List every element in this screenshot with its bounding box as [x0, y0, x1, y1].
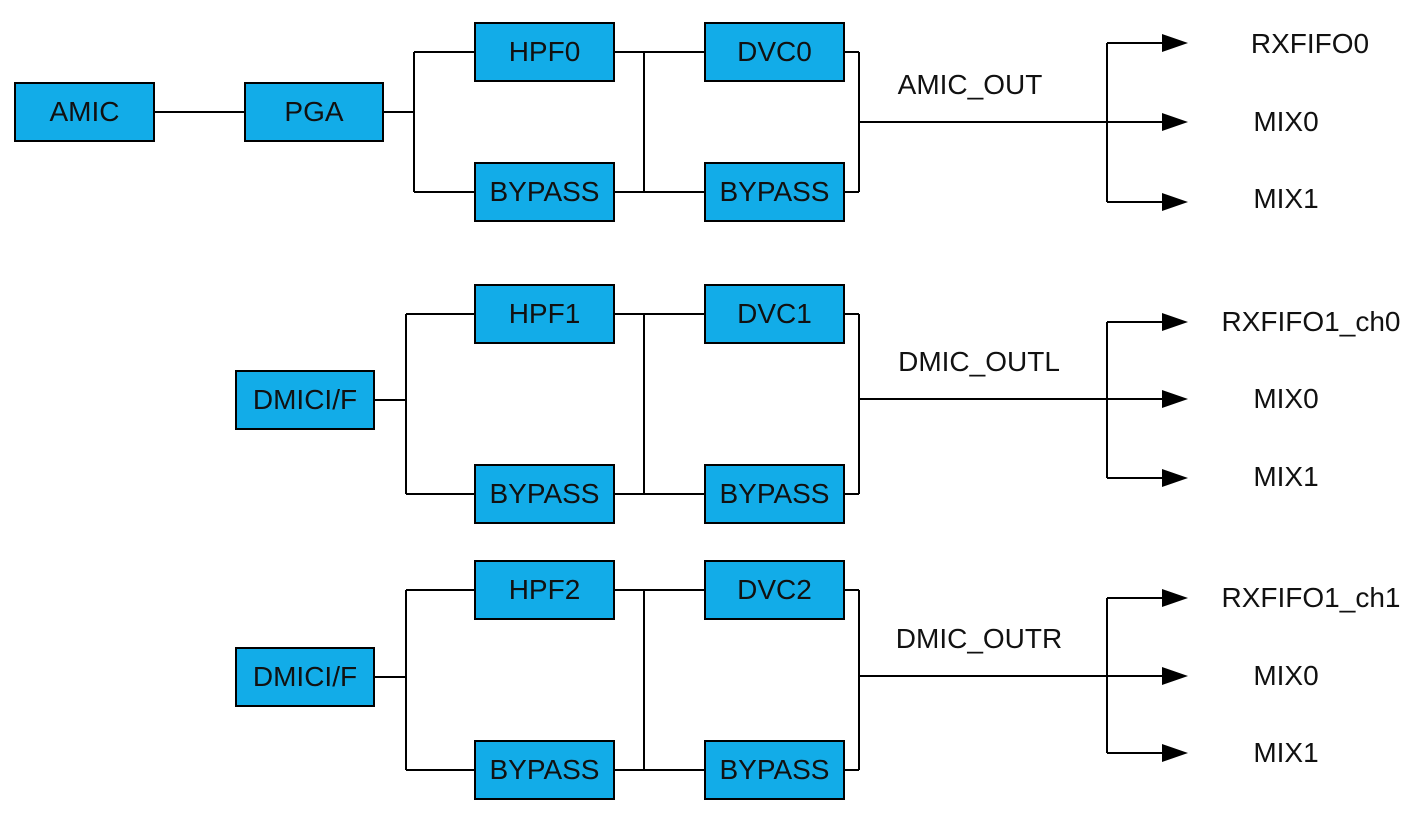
node-dmic-if-left: DMICI/F — [235, 370, 375, 430]
node-dvc1: DVC1 — [704, 284, 845, 344]
label-amic-out: AMIC_OUT — [897, 69, 1043, 100]
arrowhead-icon — [1162, 193, 1188, 211]
node-dvc0-bypass: BYPASS — [704, 162, 845, 222]
node-pga: PGA — [244, 82, 384, 142]
label-row3-mix1: MIX1 — [1253, 737, 1319, 768]
arrowhead-icon — [1162, 589, 1188, 607]
node-hpf0: HPF0 — [474, 22, 615, 82]
node-amic: AMIC — [14, 82, 155, 142]
node-hpf1-bypass: BYPASS — [474, 464, 615, 524]
row1-wires — [155, 34, 1188, 211]
node-dvc2-bypass: BYPASS — [704, 740, 845, 800]
arrowhead-icon — [1162, 313, 1188, 331]
label-rxfifo1-ch1: RXFIFO1_ch1 — [1221, 582, 1401, 613]
node-dmic-if-right: DMICI/F — [235, 647, 375, 707]
label-row1-mix0: MIX0 — [1253, 106, 1319, 137]
arrowhead-icon — [1162, 667, 1188, 685]
label-rxfifo1-ch0: RXFIFO1_ch0 — [1221, 306, 1401, 337]
label-row2-mix0: MIX0 — [1253, 383, 1319, 414]
node-dvc0: DVC0 — [704, 22, 845, 82]
label-row1-mix1: MIX1 — [1253, 183, 1319, 214]
node-hpf1: HPF1 — [474, 284, 615, 344]
node-hpf2: HPF2 — [474, 560, 615, 620]
arrowhead-icon — [1162, 744, 1188, 762]
arrowhead-icon — [1162, 469, 1188, 487]
arrowhead-icon — [1162, 113, 1188, 131]
label-dmic-outr: DMIC_OUTR — [895, 623, 1063, 654]
row3-wires — [375, 589, 1188, 771]
arrowhead-icon — [1162, 390, 1188, 408]
node-hpf2-bypass: BYPASS — [474, 740, 615, 800]
node-dvc1-bypass: BYPASS — [704, 464, 845, 524]
node-dvc2: DVC2 — [704, 560, 845, 620]
label-row3-mix0: MIX0 — [1253, 660, 1319, 691]
node-hpf0-bypass: BYPASS — [474, 162, 615, 222]
label-dmic-outl: DMIC_OUTL — [898, 346, 1060, 377]
label-row2-mix1: MIX1 — [1253, 461, 1319, 492]
arrowhead-icon — [1162, 34, 1188, 52]
row2-wires — [375, 313, 1188, 495]
label-rxfifo0: RXFIFO0 — [1250, 28, 1370, 59]
